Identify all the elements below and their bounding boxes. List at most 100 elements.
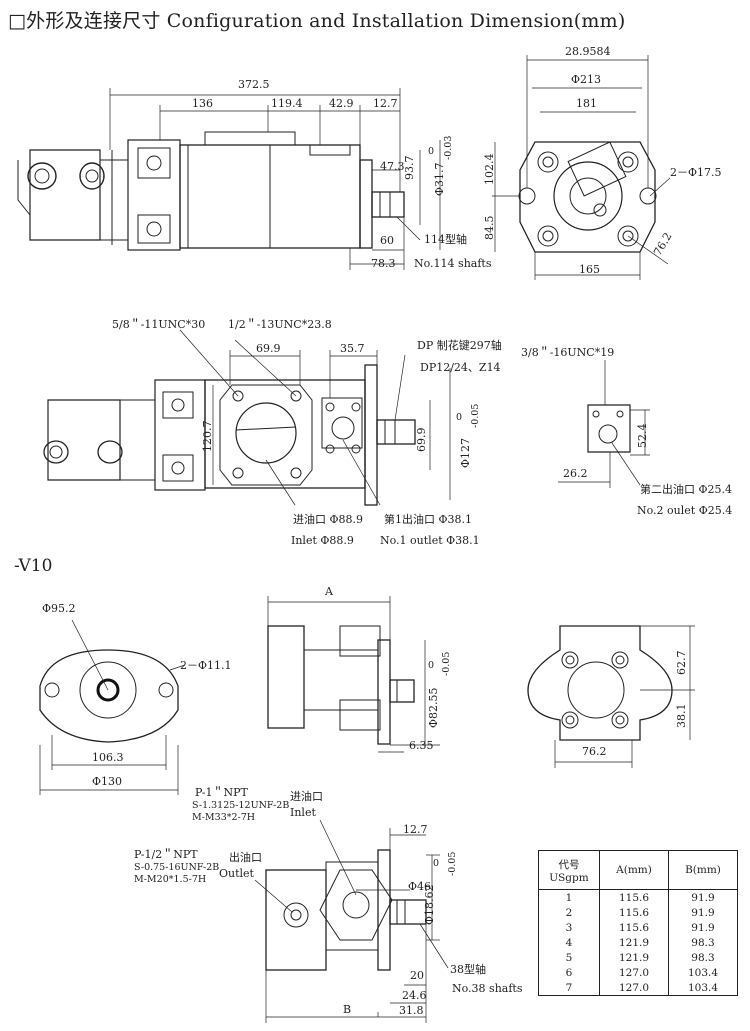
outlet-flange-view	[558, 360, 650, 488]
dim-phi-82-55: Φ82.55	[427, 687, 440, 728]
table-header-code-cn: 代号	[558, 858, 580, 871]
inlet-88-9-en: Inlet Φ88.9	[291, 534, 354, 547]
dim-12-7-v10: 12.7	[403, 823, 428, 836]
dim-93-7: 93.7	[403, 155, 416, 181]
dim-47-3: 47.3	[380, 160, 405, 173]
dim-6-35: 6.35	[409, 739, 434, 752]
port-p1-npt: P-1＂NPT	[195, 786, 248, 799]
thread-3-8: 3/8＂-16UNC*19	[521, 346, 615, 359]
tol-bot-127: -0.05	[470, 403, 481, 428]
dim-84-5: 84.5	[483, 215, 496, 241]
port-p2-npt: P-1/2＂NPT	[134, 848, 198, 861]
table-cell: 91.9	[691, 891, 715, 904]
holes-2-phi-17-5: 2－Φ17.5	[670, 166, 722, 179]
dim-78-3: 78.3	[371, 257, 396, 270]
table-cell: 3	[538, 920, 600, 935]
dim-181: 181	[576, 97, 597, 110]
table-cell: 1	[538, 889, 600, 905]
outlet2-cn: 第二出油口 Φ25.4	[640, 483, 733, 496]
dim-69-9-top: 69.9	[256, 342, 281, 355]
dim-60: 60	[380, 234, 394, 247]
tol-bot-18: -0.05	[447, 851, 458, 876]
tol-bot-31: -0.03	[443, 135, 454, 160]
dp-spline-cn: DP 制花键297轴	[417, 339, 502, 352]
dim-26-2: 26.2	[563, 467, 588, 480]
table-header-a: A(mm)	[599, 850, 669, 890]
v10-bottom-view	[254, 819, 449, 1023]
table-cell: 103.4	[687, 981, 719, 994]
dim-106-3: 106.3	[92, 751, 124, 764]
dim-102-4: 102.4	[483, 153, 496, 186]
table-cell: 6	[538, 965, 600, 980]
tol-top-127: 0	[456, 412, 463, 423]
outlet-cn: 出油口	[229, 851, 262, 864]
table-row: 5 121.9 98.3	[538, 950, 738, 965]
dim-35-7: 35.7	[340, 342, 365, 355]
pump-end-view	[492, 55, 671, 280]
dim-52-4: 52.4	[636, 423, 649, 449]
table-header-code: 代号 USgpm	[538, 850, 600, 890]
table-cell: 98.3	[691, 951, 715, 964]
table-cell: 98.3	[691, 936, 715, 949]
table-header-b: B(mm)	[668, 850, 738, 890]
shaft-114-en: No.114 shafts	[414, 257, 492, 270]
table-cell: 91.9	[691, 906, 715, 919]
table-cell: 2	[538, 905, 600, 920]
inlet-88-9-cn: 进油口 Φ88.9	[293, 513, 364, 526]
table-cell: 115.6	[599, 889, 669, 905]
table-cell: 115.6	[599, 905, 669, 920]
dim-b: B	[343, 1003, 352, 1016]
dim-20: 20	[410, 969, 424, 982]
shaft-114-cn: 114型轴	[424, 233, 467, 246]
dim-38-1: 38.1	[675, 703, 688, 729]
inlet-cn: 进油口	[290, 790, 323, 803]
dim-119-4: 119.4	[271, 97, 303, 110]
dim-phi-18-62: Φ18.62	[423, 884, 436, 925]
dim-phi-31-7: Φ31.7	[433, 162, 446, 196]
table-cell: 121.9	[599, 935, 669, 950]
tol-top-31: 0	[428, 146, 435, 157]
table-cell: 103.4	[687, 966, 719, 979]
outlet2-en: No.2 oulet Φ25.4	[637, 504, 733, 517]
v10-side-view	[267, 596, 440, 753]
inlet-en: Inlet	[290, 806, 316, 819]
table-row: 3 115.6 91.9	[538, 920, 738, 935]
tol-top-18: 0	[433, 858, 440, 869]
dim-69-9-side: 69.9	[415, 427, 428, 453]
outlet-en: Outlet	[219, 867, 254, 880]
table-row: 7 127.0 103.4	[538, 980, 738, 996]
pump-side-view	[17, 88, 441, 270]
table-cell: 115.6	[599, 920, 669, 935]
pump-top-view	[43, 329, 451, 506]
dim-phi-95-2: Φ95.2	[42, 602, 76, 615]
dim-12-7: 12.7	[373, 97, 398, 110]
dim-136: 136	[192, 97, 213, 110]
shaft-38-cn: 38型轴	[450, 963, 486, 976]
table-row: 4 121.9 98.3	[538, 935, 738, 950]
dim-62-7: 62.7	[675, 650, 688, 676]
shaft-38-en: No.38 shafts	[452, 982, 523, 995]
dim-31-8: 31.8	[399, 1004, 424, 1017]
dim-phi-127: Φ127	[459, 437, 472, 468]
dim-phi-213: Φ213	[571, 73, 602, 86]
dim-phi-130: Φ130	[92, 775, 123, 788]
holes-2-phi-11-1: 2－Φ11.1	[180, 659, 232, 672]
table-row: 1 115.6 91.9	[538, 889, 738, 905]
port-p1-s: S-1.3125-12UNF-2B	[192, 800, 290, 811]
table-cell: 127.0	[599, 965, 669, 980]
dim-24-6: 24.6	[402, 989, 427, 1002]
dim-42-9: 42.9	[329, 97, 354, 110]
port-p2-s: S-0.75-16UNF-2B	[134, 862, 220, 873]
dim-overall-length: 372.5	[238, 78, 270, 91]
table-header-code-en: USgpm	[549, 871, 589, 884]
table-cell: 5	[538, 950, 600, 965]
table-cell: 91.9	[691, 921, 715, 934]
table-cell: 7	[538, 980, 600, 996]
page-title: □外形及连接尺寸 Configuration and Installation …	[8, 10, 626, 32]
port-p2-m: M-M20*1.5-7H	[134, 874, 207, 885]
table-cell: 127.0	[599, 980, 669, 996]
section-v10-label: -V10	[14, 556, 53, 576]
table-row: 2 115.6 91.9	[538, 905, 738, 920]
thread-5-8: 5/8＂-11UNC*30	[112, 318, 206, 331]
